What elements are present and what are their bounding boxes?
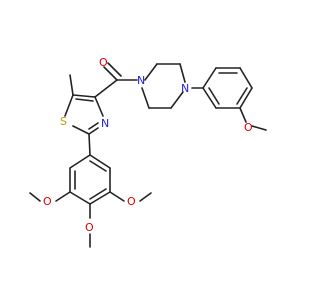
- thiazole-bond: [88, 127, 99, 135]
- tmp-oxygen-left: O: [43, 195, 52, 208]
- aryl-to-ome-bond: [239, 107, 247, 123]
- piperazine-n4: N: [181, 82, 189, 95]
- atom-label: O: [43, 195, 52, 208]
- thiazole-bond: [72, 94, 96, 98]
- atom-label: S: [60, 115, 67, 128]
- tmp-bond: [89, 191, 111, 205]
- aryl-inner-bond: [208, 87, 220, 105]
- atom-label: O: [85, 221, 94, 234]
- aryl-bond: [202, 87, 217, 109]
- aryl-inner-bond: [236, 87, 248, 105]
- atom-label: N: [137, 74, 145, 87]
- tmp-bond: [69, 191, 91, 205]
- tmp-left-methyl-bond: [29, 192, 41, 202]
- tmp-oxygen-bottom: O: [85, 221, 94, 234]
- tmp-right-methyl-bond: [139, 192, 152, 202]
- tmp-bond: [89, 154, 111, 169]
- ome-methyl-bond: [251, 125, 267, 131]
- carbonyl-to-thiazole-bond: [94, 79, 118, 98]
- thiazole-nitrogen: N: [101, 117, 109, 130]
- thiazole-double-bond: [75, 98, 94, 102]
- structure-svg: O N N N S O O O O: [29, 56, 267, 248]
- piperazine-bond: [141, 87, 150, 109]
- tmp-inner-bond: [89, 188, 107, 200]
- tmp-inner-bond: [89, 160, 107, 172]
- tmp-right-ome-bond: [109, 191, 125, 202]
- piperazine-bond: [170, 91, 184, 109]
- piperazine-n1: N: [137, 74, 145, 87]
- thiazole-aryl-bond: [88, 133, 91, 156]
- atom-label: O: [127, 195, 136, 208]
- aryl-bond: [239, 87, 253, 109]
- atom-label: N: [181, 82, 189, 95]
- atom-label: N: [101, 117, 109, 130]
- atom-label: O: [99, 56, 108, 69]
- methyl-bond: [69, 74, 74, 96]
- thiazole-bond: [72, 125, 90, 135]
- piperazine-bond: [144, 63, 158, 81]
- thiazole-sulfur: S: [60, 115, 67, 128]
- piperazine-bond: [179, 63, 186, 83]
- carbonyl-bond: [103, 66, 118, 81]
- carbonyl-double-bond: [107, 62, 122, 77]
- atom-label: O: [244, 121, 253, 134]
- thiazole-double-bond: [88, 122, 99, 130]
- thiazole-bond: [64, 94, 74, 117]
- aryl-bond: [239, 67, 253, 89]
- carbonyl-oxygen: O: [99, 56, 108, 69]
- tmp-oxygen-right: O: [127, 195, 136, 208]
- tmp-bond: [69, 154, 91, 169]
- tmp-left-ome-bond: [55, 191, 71, 202]
- molecule-diagram: O N N N S O O O O: [29, 56, 267, 248]
- aryl-bond: [202, 67, 217, 89]
- aryl-methoxy-oxygen: O: [244, 121, 253, 134]
- thiazole-bond: [94, 96, 104, 117]
